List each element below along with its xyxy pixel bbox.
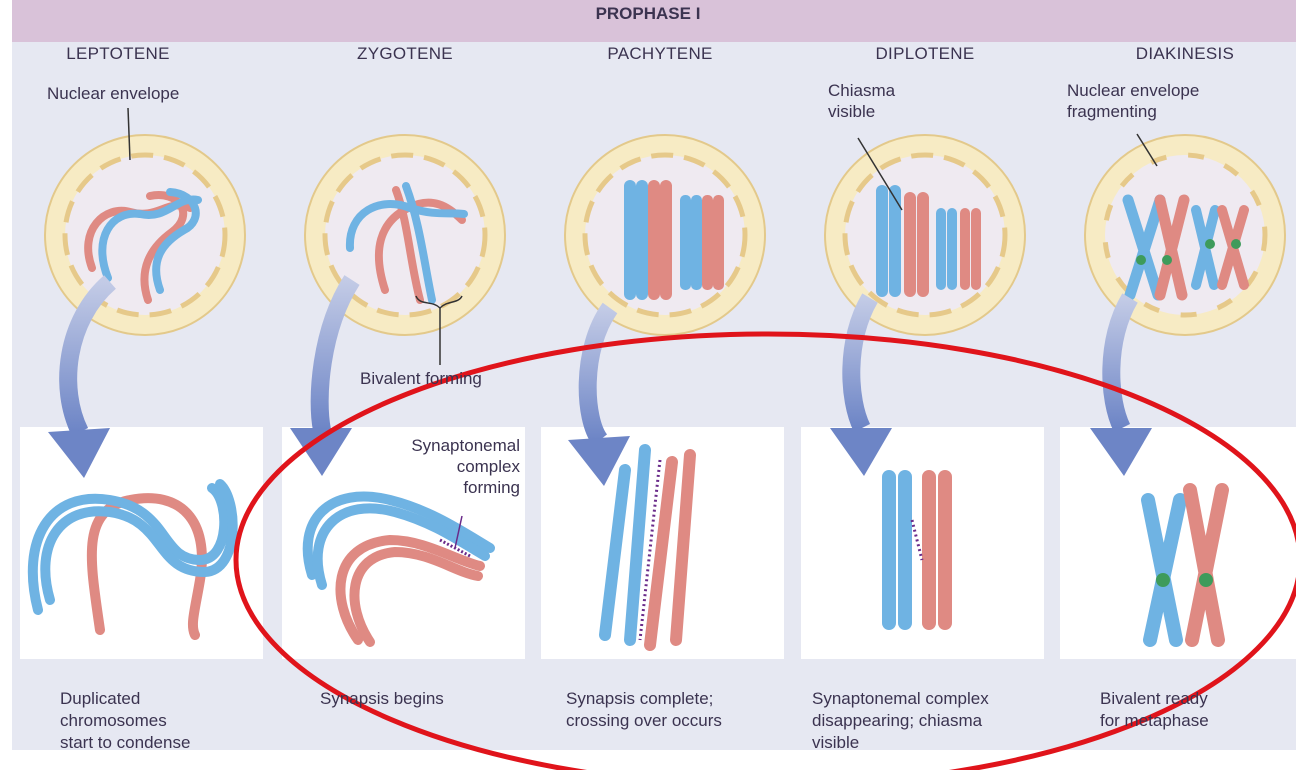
caption-diplotene-line-1: Synaptonemal complex [812,688,989,710]
nucleus-diplotene [825,135,1025,335]
caption-diakinesis-line-2: for metaphase [1100,710,1209,732]
label-fragmenting-line-2: fragmenting [1067,101,1199,122]
stage-header-diplotene: DIPLOTENE [825,44,1025,64]
diagram-title: PROPHASE I [498,4,798,24]
stage-header-zygotene: ZYGOTENE [305,44,505,64]
label-chiasma: Chiasma visible [828,80,895,122]
label-nuclear-envelope: Nuclear envelope [47,83,179,104]
caption-pachytene-line-1: Synapsis complete; [566,688,722,710]
nucleus-leptotene [45,135,245,335]
label-synaptonemal-line-1: Synaptonemal [385,435,520,456]
caption-pachytene-line-2: crossing over occurs [566,710,722,732]
caption-leptotene-line-2: chromosomes [60,710,190,732]
label-chiasma-line-2: visible [828,101,895,122]
stage-header-leptotene: LEPTOTENE [18,44,218,64]
caption-leptotene-line-3: start to condense [60,732,190,754]
stage-header-pachytene: PACHYTENE [560,44,760,64]
caption-diplotene: Synaptonemal complex disappearing; chias… [812,688,989,754]
label-fragmenting-line-1: Nuclear envelope [1067,80,1199,101]
nucleus-diakinesis [1085,134,1285,335]
caption-diplotene-line-3: visible [812,732,989,754]
label-synaptonemal-line-2: complex [385,456,520,477]
caption-diplotene-line-2: disappearing; chiasma [812,710,989,732]
caption-diakinesis: Bivalent ready for metaphase [1100,688,1209,732]
caption-zygotene-line-1: Synapsis begins [320,688,444,710]
label-bivalent-forming: Bivalent forming [360,368,482,389]
caption-leptotene-line-1: Duplicated [60,688,190,710]
label-chiasma-line-1: Chiasma [828,80,895,101]
stage-header-diakinesis: DIAKINESIS [1085,44,1285,64]
label-synaptonemal-line-3: forming [385,477,520,498]
caption-diakinesis-line-1: Bivalent ready [1100,688,1209,710]
nucleus-pachytene [565,135,765,335]
caption-leptotene: Duplicated chromosomes start to condense [60,688,190,754]
caption-zygotene: Synapsis begins [320,688,444,710]
label-synaptonemal-forming: Synaptonemal complex forming [385,435,520,498]
caption-pachytene: Synapsis complete; crossing over occurs [566,688,722,732]
label-envelope-fragmenting: Nuclear envelope fragmenting [1067,80,1199,122]
